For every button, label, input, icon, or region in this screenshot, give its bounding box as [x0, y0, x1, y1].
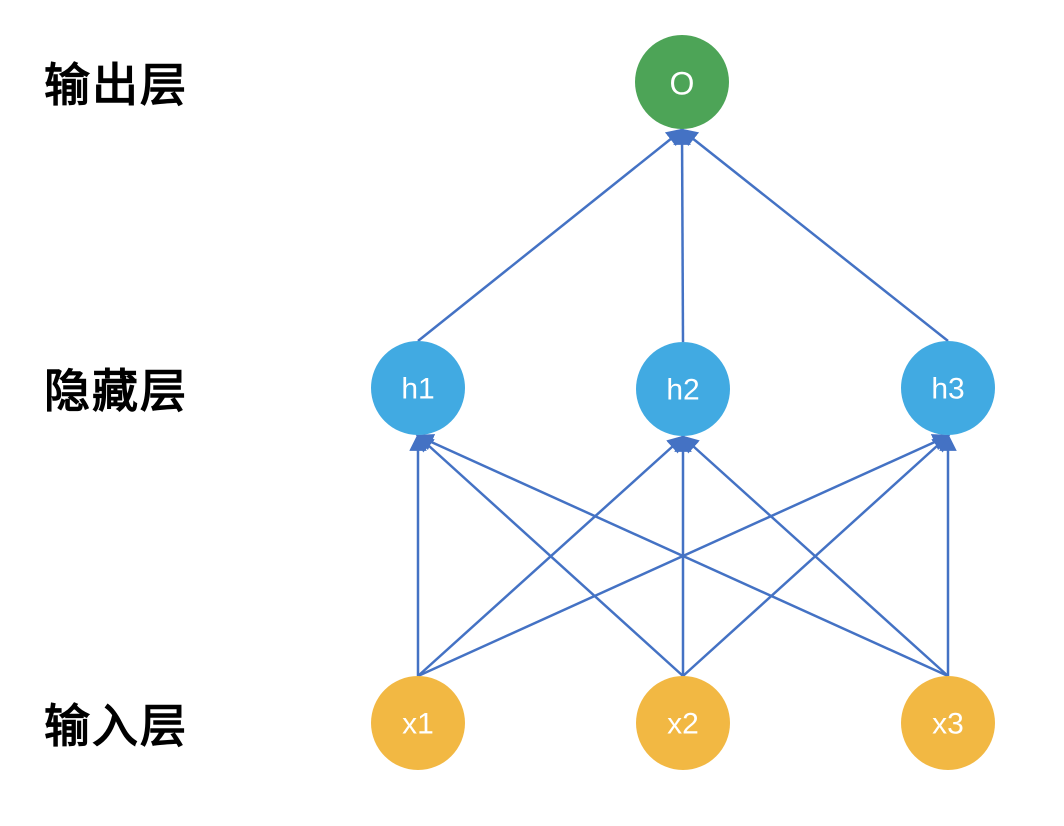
edge-x3-h1	[415, 434, 949, 678]
edge-h1-O	[417, 128, 685, 342]
node-circle-x3	[901, 676, 995, 770]
layer-label-output: 输出层	[44, 59, 188, 111]
node-circle-x1	[371, 676, 465, 770]
node-circle-h3	[901, 341, 995, 435]
edge-x3-h2	[681, 435, 949, 677]
node-h1: h1	[371, 341, 465, 435]
layer-label-hidden: 隐藏层	[44, 365, 188, 417]
edge-x2-h1	[416, 434, 684, 677]
node-circle-h2	[636, 342, 730, 436]
node-label-h2: h2	[666, 374, 699, 407]
edge-h2-O	[673, 127, 691, 343]
node-O: O	[635, 35, 729, 129]
node-h3: h3	[901, 341, 995, 435]
node-label-x3: x3	[932, 708, 964, 741]
node-label-x1: x1	[402, 708, 434, 741]
node-label-h1: h1	[401, 373, 434, 406]
layer-label-input: 输入层	[44, 700, 188, 752]
node-label-x2: x2	[667, 708, 699, 741]
edge-h3-O	[679, 128, 949, 342]
node-x3: x3	[901, 676, 995, 770]
node-x2: x2	[636, 676, 730, 770]
node-circle-h1	[371, 341, 465, 435]
node-circle-O	[635, 35, 729, 129]
node-x1: x1	[371, 676, 465, 770]
node-label-O: O	[670, 65, 695, 101]
node-label-h3: h3	[931, 373, 964, 406]
node-h2: h2	[636, 342, 730, 436]
node-circle-x2	[636, 676, 730, 770]
